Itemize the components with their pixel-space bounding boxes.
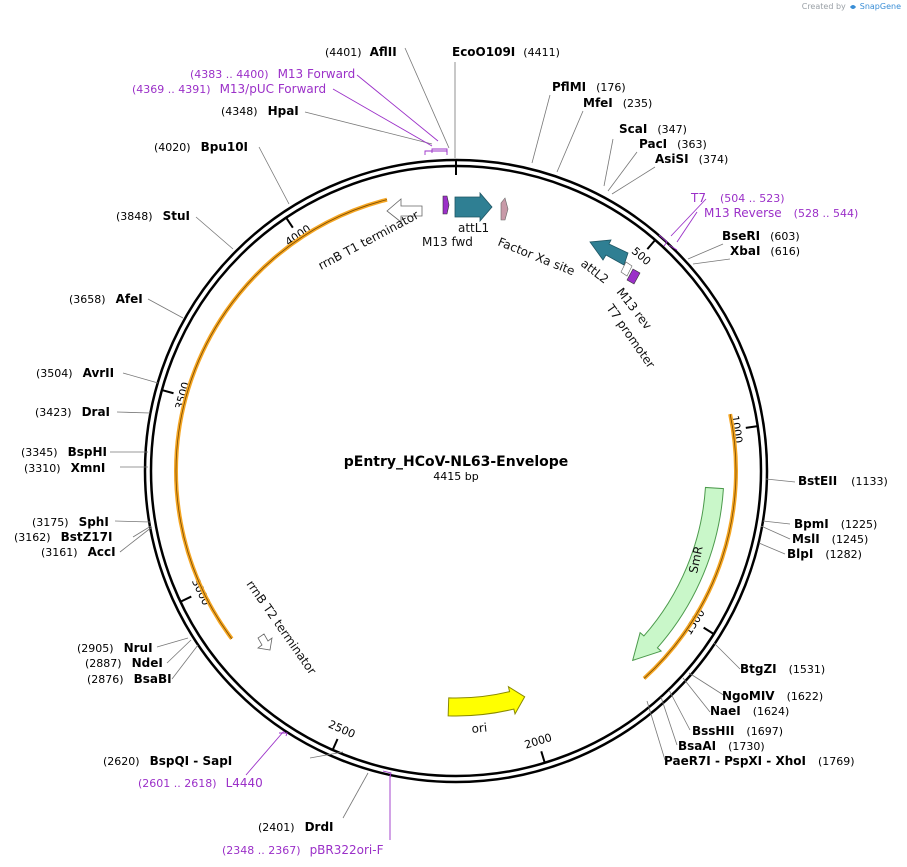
enzyme-sphi[interactable]: (3175)SphI bbox=[32, 515, 109, 529]
primer-pbr322ori-f[interactable]: (2348 .. 2367)pBR322ori-F bbox=[222, 843, 384, 857]
primer-connectors bbox=[245, 74, 707, 840]
tick-label: 2000 bbox=[523, 731, 554, 752]
label-ori: ori bbox=[471, 720, 488, 736]
enzyme-msli[interactable]: MslI(1245) bbox=[792, 532, 868, 546]
enzyme-paer7i-pspxi-xhoi[interactable]: PaeR7I - PspXI - XhoI(1769) bbox=[664, 754, 855, 768]
feature-attl1[interactable] bbox=[454, 191, 493, 223]
label-rrnb-t1-terminator: rrnB T1 terminator bbox=[316, 208, 421, 273]
feature-smr[interactable] bbox=[631, 486, 724, 662]
enzyme-bsaai[interactable]: BsaAI(1730) bbox=[678, 739, 765, 753]
credit-brand: SnapGene bbox=[859, 2, 901, 11]
feature-rrnb-t1-terminator[interactable] bbox=[386, 198, 423, 223]
tick-mark bbox=[646, 239, 656, 250]
feature-m13-fwd[interactable] bbox=[442, 195, 450, 215]
enzyme-drai[interactable]: (3423)DraI bbox=[35, 405, 110, 419]
enzyme-aflii[interactable]: (4401)AflII bbox=[325, 45, 397, 59]
tick-label: 4000 bbox=[283, 222, 313, 248]
credit-prefix: Created by bbox=[801, 2, 846, 11]
enzyme-bstz17i[interactable]: (3162)BstZ17I bbox=[14, 530, 112, 544]
enzyme-blpi[interactable]: BlpI(1282) bbox=[787, 547, 862, 561]
enzyme-bsshii[interactable]: BssHII(1697) bbox=[692, 724, 783, 738]
snapgene-credit: Created by SnapGene bbox=[802, 2, 901, 11]
enzyme-asisi[interactable]: AsiSI(374) bbox=[655, 152, 728, 166]
feature-attl2[interactable] bbox=[589, 239, 629, 266]
orf-arc-right-core bbox=[643, 414, 737, 679]
tick-mark bbox=[161, 389, 174, 395]
label-m13-fwd: M13 fwd bbox=[422, 235, 473, 249]
enzyme-xmni[interactable]: (3310)XmnI bbox=[24, 461, 105, 475]
enzyme-pflmi[interactable]: PflMI(176) bbox=[552, 80, 626, 94]
feature-t7-promoter[interactable] bbox=[620, 261, 633, 277]
primer-m13-puc-forward[interactable]: (4369 .. 4391)M13/pUC Forward bbox=[132, 82, 326, 96]
label-factor-xa-site: Factor Xa site bbox=[496, 235, 577, 279]
tick-mark bbox=[285, 217, 294, 229]
enzyme-hpai[interactable]: (4348)HpaI bbox=[221, 104, 299, 118]
primer-l4440[interactable]: (2601 .. 2618)L4440 bbox=[138, 776, 263, 790]
enzyme-stui[interactable]: (3848)StuI bbox=[116, 209, 190, 223]
enzyme-drdi[interactable]: (2401)DrdI bbox=[258, 820, 334, 834]
enzyme-naei[interactable]: NaeI(1624) bbox=[710, 704, 789, 718]
enzyme-btgzi[interactable]: BtgZI(1531) bbox=[740, 662, 825, 676]
enzyme-bsphi[interactable]: (3345)BspHI bbox=[21, 445, 107, 459]
tick-label: 500 bbox=[629, 245, 653, 269]
orf-arcs bbox=[174, 197, 738, 680]
tick-mark bbox=[331, 738, 339, 751]
enzyme-xbai[interactable]: XbaI(616) bbox=[730, 244, 800, 258]
label-smr: SmR bbox=[686, 545, 705, 575]
label-attl2: attL2 bbox=[578, 256, 611, 286]
label-rrnb-t2-terminator: rrnB T2 terminator bbox=[244, 578, 320, 678]
orf-arc-left-core bbox=[175, 199, 388, 639]
enzyme-bspqi-sapi[interactable]: (2620)BspQI - SapI bbox=[103, 754, 232, 768]
enzyme-nrui[interactable]: (2905)NruI bbox=[77, 641, 153, 655]
primer-t7[interactable]: T7(504 .. 523) bbox=[690, 191, 785, 205]
tick-mark bbox=[745, 425, 758, 429]
label-attl1: attL1 bbox=[458, 221, 489, 235]
enzyme-labels: (4401)AflII EcoO109I(4411) PflMI(176) Mf… bbox=[14, 45, 888, 834]
tick-mark bbox=[540, 751, 546, 764]
enzyme-ecoo109i[interactable]: EcoO109I(4411) bbox=[452, 45, 560, 59]
primer-labels: (4383 .. 4400)M13 Forward (4369 .. 4391)… bbox=[132, 67, 858, 857]
enzyme-avrii[interactable]: (3504)AvrII bbox=[36, 366, 114, 380]
orf-arc-left bbox=[174, 197, 388, 640]
feature-m13-rev[interactable] bbox=[626, 268, 641, 285]
snapgene-logo-icon bbox=[849, 4, 856, 9]
tick-label: 2500 bbox=[326, 718, 357, 741]
enzyme-bpmi[interactable]: BpmI(1225) bbox=[794, 517, 877, 531]
enzyme-afei[interactable]: (3658)AfeI bbox=[69, 292, 143, 306]
tick-mark bbox=[180, 595, 192, 603]
primer-m13-forward[interactable]: (4383 .. 4400)M13 Forward bbox=[190, 67, 355, 81]
enzyme-acci[interactable]: (3161)AccI bbox=[41, 545, 116, 559]
tick-mark bbox=[703, 626, 715, 635]
enzyme-bpu10i[interactable]: (4020)Bpu10I bbox=[154, 140, 248, 154]
enzyme-bseri[interactable]: BseRI(603) bbox=[722, 229, 800, 243]
plasmid-name: pEntry_HCoV-NL63-Envelope bbox=[344, 454, 569, 470]
enzyme-bsabi[interactable]: (2876)BsaBI bbox=[87, 672, 172, 686]
enzyme-ngomiv[interactable]: NgoMIV(1622) bbox=[722, 689, 823, 703]
enzyme-scai[interactable]: ScaI(347) bbox=[619, 122, 687, 136]
primer-m13-reverse[interactable]: M13 Reverse(528 .. 544) bbox=[704, 206, 858, 220]
feature-rrnb-t2-terminator[interactable] bbox=[257, 633, 273, 651]
enzyme-ndei[interactable]: (2887)NdeI bbox=[85, 656, 163, 670]
enzyme-mfei[interactable]: MfeI(235) bbox=[583, 96, 652, 110]
enzyme-paci[interactable]: PacI(363) bbox=[639, 137, 707, 151]
feature-factor-xa-site[interactable] bbox=[500, 197, 509, 221]
feature-ori[interactable] bbox=[447, 685, 526, 717]
enzyme-bsteii[interactable]: BstEII(1133) bbox=[798, 474, 888, 488]
enzyme-connectors bbox=[110, 47, 796, 819]
plasmid-length: 4415 bp bbox=[433, 470, 478, 483]
